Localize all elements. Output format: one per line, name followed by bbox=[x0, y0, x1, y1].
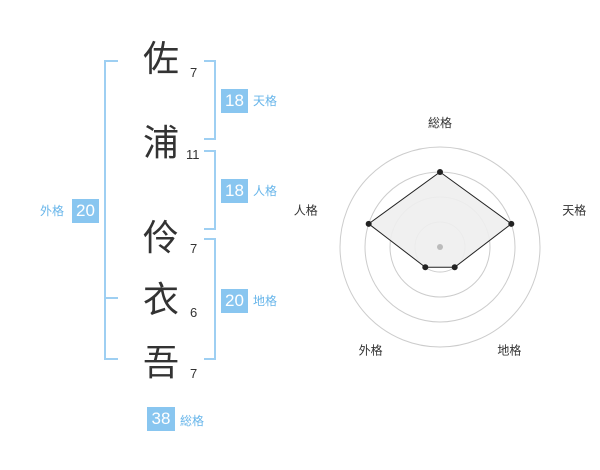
jinkaku-bracket-vertical bbox=[214, 150, 216, 230]
name-char-1: 佐 bbox=[143, 39, 180, 80]
gaikaku-bracket-mid bbox=[104, 297, 118, 299]
tenkaku-bracket-bottom bbox=[204, 138, 216, 140]
radar-axis-label-4: 外格 bbox=[359, 342, 383, 357]
stroke-count-3: 7 bbox=[190, 241, 198, 256]
radar-grid-ring-4 bbox=[339, 146, 541, 348]
jinkaku-label: 人格 bbox=[253, 184, 278, 198]
chikaku-bracket-bottom bbox=[204, 358, 216, 360]
soukaku-value: 38 bbox=[147, 407, 175, 431]
soukaku-label: 総格 bbox=[180, 414, 205, 428]
name-char-5: 吾 bbox=[143, 343, 180, 384]
tenkaku-label: 天格 bbox=[253, 94, 278, 108]
gaikaku-bracket-vertical bbox=[104, 60, 106, 360]
radar-axis-label-1: 総格 bbox=[428, 115, 452, 130]
name-char-2: 浦 bbox=[143, 123, 180, 164]
chikaku-bracket-top bbox=[204, 238, 216, 240]
tenkaku-bracket-top bbox=[204, 60, 216, 62]
radar-point-5 bbox=[365, 220, 372, 227]
radar-data-polygon bbox=[367, 171, 513, 268]
stroke-count-2: 11 bbox=[186, 147, 200, 162]
tenkaku-value: 18 bbox=[221, 89, 248, 113]
chikaku-bracket-vertical bbox=[214, 238, 216, 360]
jinkaku-bracket-bottom bbox=[204, 228, 216, 230]
radar-point-3 bbox=[451, 264, 458, 271]
radar-axis-label-3: 地格 bbox=[497, 342, 521, 357]
radar-point-2 bbox=[508, 220, 515, 227]
gaikaku-bracket-top bbox=[104, 60, 118, 62]
jinkaku-bracket-top bbox=[204, 150, 216, 152]
stroke-count-1: 7 bbox=[190, 65, 198, 80]
stroke-count-5: 7 bbox=[190, 366, 198, 381]
gaikaku-label: 外格 bbox=[40, 204, 65, 218]
radar-axis-label-5: 人格 bbox=[294, 203, 318, 218]
gaikaku-value: 20 bbox=[72, 199, 99, 223]
chikaku-label: 地格 bbox=[253, 294, 278, 308]
name-char-4: 衣 bbox=[143, 280, 180, 321]
tenkaku-bracket-vertical bbox=[214, 60, 216, 140]
name-char-3: 伶 bbox=[143, 218, 180, 259]
radar-point-4 bbox=[422, 264, 429, 271]
radar-axis-label-2: 天格 bbox=[562, 203, 586, 218]
gaikaku-bracket-bottom bbox=[104, 358, 118, 360]
radar-point-1 bbox=[437, 169, 443, 175]
radar-center-dot bbox=[437, 244, 443, 250]
jinkaku-value: 18 bbox=[221, 179, 248, 203]
chikaku-value: 20 bbox=[221, 289, 248, 313]
stroke-count-4: 6 bbox=[190, 305, 198, 320]
